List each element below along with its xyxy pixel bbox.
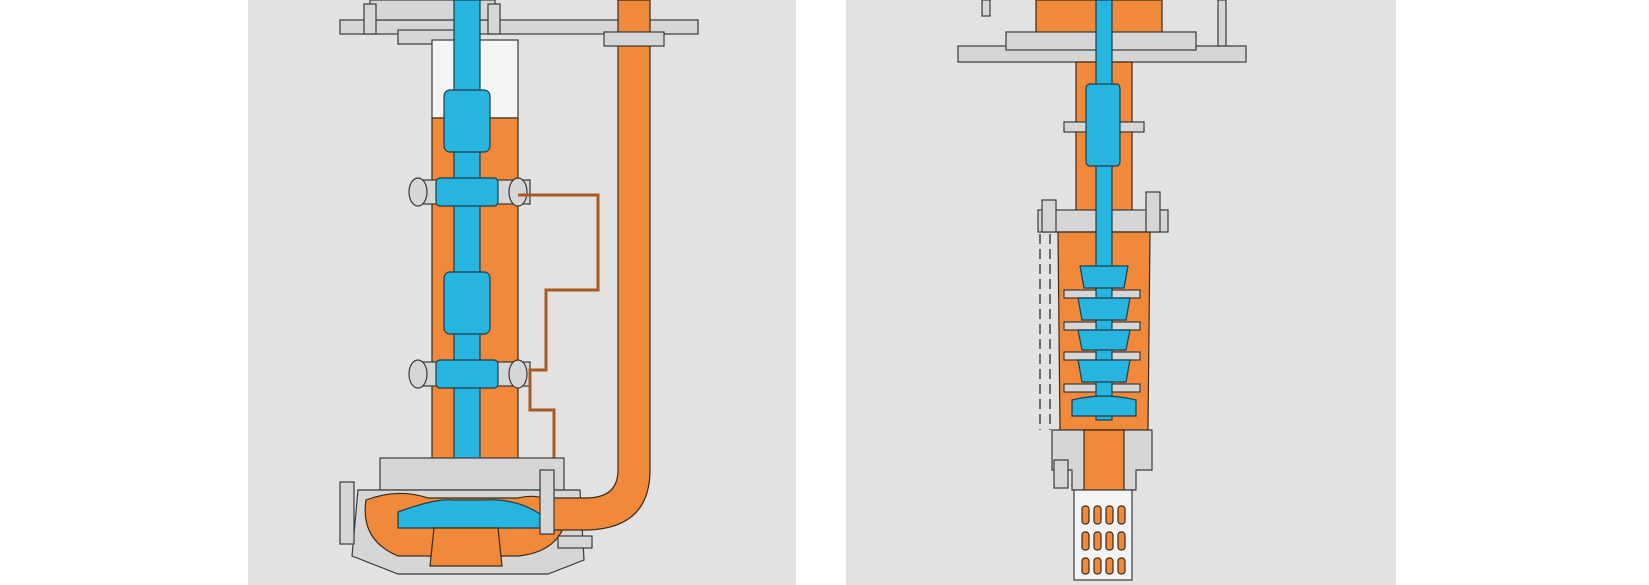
bearing-sleeve-upper <box>435 177 499 207</box>
first-stage-impeller <box>1071 395 1137 417</box>
suction-inlet <box>429 527 503 567</box>
right-pump-panel <box>846 0 1396 585</box>
left-pump-panel <box>248 0 796 585</box>
flush-pipe <box>518 193 600 478</box>
bolt-upper-left <box>408 177 428 207</box>
shaft-coupling <box>1085 83 1121 167</box>
bowl-flange-bolt-right <box>1145 191 1161 233</box>
flange-bolt-left-top <box>363 3 377 35</box>
bolt-lower-left <box>408 359 428 389</box>
bell-bolt-left <box>1053 459 1069 489</box>
suction-flange <box>339 481 355 545</box>
discharge-flange <box>603 31 665 47</box>
suction-passage <box>1083 429 1125 491</box>
shaft-coupling-lower <box>443 271 491 335</box>
discharge-bolt <box>557 535 593 549</box>
impellers <box>1077 265 1131 383</box>
shaft-coupling-upper <box>443 89 491 153</box>
flange-bolt-right-top <box>487 3 501 35</box>
discharge-pipe <box>547 0 651 531</box>
hanger-rod-right <box>1217 0 1227 47</box>
strainer-slots <box>1081 505 1126 575</box>
discharge-outlet-flange <box>539 469 555 535</box>
pump-shaft <box>453 0 481 511</box>
bowl-flange-bolt-left <box>1041 199 1057 233</box>
hanger-rod-left <box>981 0 991 17</box>
pump-shaft <box>1095 0 1113 421</box>
casing-cover <box>379 457 565 491</box>
right-pump-cross-section <box>846 0 1396 585</box>
bolt-upper-right <box>508 177 528 207</box>
left-pump-cross-section <box>248 0 796 585</box>
bearing-sleeve-lower <box>435 359 499 389</box>
bolt-lower-right <box>508 359 528 389</box>
